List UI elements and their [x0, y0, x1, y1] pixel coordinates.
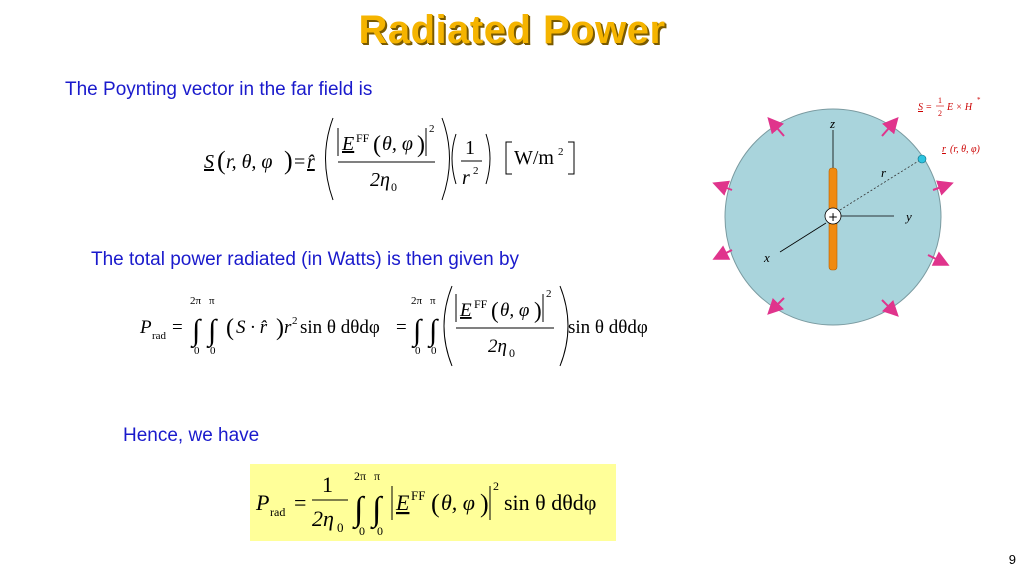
integral-1: ∫	[190, 314, 202, 349]
one-numerator: 1	[322, 472, 333, 497]
svg-text:(r, θ, φ): (r, θ, φ)	[950, 144, 981, 155]
x-axis	[779, 222, 827, 253]
svg-text:2η: 2η	[488, 336, 507, 357]
r-squared: r	[284, 317, 292, 338]
E-square: 2	[429, 123, 435, 135]
position-vector-label: r (r, θ, φ)	[942, 144, 981, 155]
total-power-equation: P rad = 2π π ∫ ∫ 0 0 ( S · r̂ ) r 2 sin …	[139, 285, 648, 367]
svg-text:2: 2	[546, 288, 552, 300]
x-label: x	[763, 250, 770, 265]
y-label: y	[904, 209, 912, 224]
upper-limit-inner: π	[374, 469, 380, 483]
svg-text:(: (	[431, 489, 440, 518]
svg-text:(: (	[491, 298, 499, 323]
r-label: r	[881, 165, 887, 180]
svg-text:r: r	[942, 144, 946, 155]
slide-title: Radiated Power	[358, 8, 666, 52]
integral-outer: ∫	[352, 491, 366, 530]
upper-limit-outer: 2π	[354, 469, 366, 483]
eta-zero: 0	[337, 520, 344, 535]
svg-text:1: 1	[938, 96, 942, 105]
P-symbol: P	[139, 317, 152, 338]
upper-limit-outer-2: 2π	[411, 295, 423, 307]
r-hat: r̂	[307, 151, 315, 173]
dipole-sphere-diagram: + z y x r S = 1 2 E × H * r (r, θ, φ)	[712, 96, 981, 326]
two-eta: 2η	[312, 506, 334, 531]
svg-text:): )	[276, 315, 284, 341]
svg-text:E × H: E × H	[946, 102, 973, 113]
S-args: r, θ, φ	[226, 151, 272, 173]
integral-4: ∫	[427, 314, 439, 349]
lower-limit-inner: 0	[377, 524, 383, 538]
lower-limit-3: 0	[415, 345, 421, 357]
svg-text:S: S	[918, 102, 923, 113]
svg-text:=: =	[926, 102, 932, 113]
one: 1	[465, 137, 475, 159]
svg-text:2: 2	[473, 165, 479, 177]
caption-total-power: The total power radiated (in Watts) is t…	[91, 249, 520, 270]
svg-text:): )	[417, 132, 425, 158]
unit-superscript: 2	[558, 146, 564, 158]
theta-phi: θ, φ	[441, 490, 475, 515]
equals: =	[294, 490, 306, 515]
unit: W/m	[514, 147, 554, 169]
lower-limit-2: 0	[210, 345, 216, 357]
E-field: E	[341, 133, 354, 155]
integral-3: ∫	[411, 314, 423, 349]
svg-text:*: *	[977, 96, 981, 104]
svg-text:E: E	[459, 300, 472, 321]
P-subscript: rad	[152, 330, 167, 342]
upper-limit-inner-2: π	[430, 295, 436, 307]
lower-limit-4: 0	[431, 345, 437, 357]
caption-poynting: The Poynting vector in the far field is	[65, 79, 373, 100]
equals: =	[294, 151, 305, 173]
svg-text:(: (	[226, 315, 234, 341]
equals-1: =	[172, 317, 183, 338]
integral-2: ∫	[206, 314, 218, 349]
E-superscript-FF: FF	[356, 131, 370, 145]
svg-text:(: (	[373, 132, 381, 158]
page-number: 9	[1008, 552, 1016, 567]
highlighted-result-box: P rad = 1 2η 0 2π π ∫ ∫ 0 0 E FF ( θ, φ …	[250, 464, 616, 541]
upper-limit-outer-1: 2π	[190, 295, 202, 307]
S-dot-r: S · r̂	[236, 317, 268, 338]
eta-subscript: 0	[391, 180, 397, 194]
sin-term-2: sin θ dθdφ	[568, 317, 648, 338]
z-label: z	[829, 116, 835, 131]
svg-text:2: 2	[938, 109, 942, 118]
paren-close: )	[284, 146, 293, 175]
square-exp: 2	[493, 479, 499, 493]
denominator-eta: 2η	[370, 169, 390, 191]
S-vector: S	[204, 151, 214, 173]
svg-text:FF: FF	[474, 297, 488, 311]
observation-point	[917, 154, 927, 164]
lower-limit-1: 0	[194, 345, 200, 357]
svg-text:): )	[534, 298, 542, 323]
equals-2: =	[396, 317, 407, 338]
sin-term: sin θ dθdφ	[504, 490, 596, 515]
svg-text:2: 2	[292, 315, 298, 327]
P-rad-subscript: rad	[270, 505, 285, 519]
sin-term-1: sin θ dθdφ	[300, 317, 380, 338]
feed-point	[824, 207, 842, 225]
P-rad-symbol: P	[255, 490, 269, 515]
radiation-arrows	[712, 116, 954, 317]
paren-open: (	[217, 146, 226, 175]
FF-superscript: FF	[411, 488, 425, 503]
integral-inner: ∫	[370, 491, 384, 530]
E-args: θ, φ	[382, 133, 413, 155]
E-FF: E	[395, 490, 410, 515]
svg-text:θ, φ: θ, φ	[500, 300, 529, 321]
feed-plus: +	[828, 210, 838, 224]
lower-limit-outer: 0	[359, 524, 365, 538]
svg-text:0: 0	[509, 346, 515, 360]
r-denominator: r	[462, 167, 470, 189]
upper-limit-inner-1: π	[209, 295, 215, 307]
caption-hence: Hence, we have	[123, 425, 260, 446]
svg-text:): )	[480, 489, 489, 518]
poynting-definition: S = 1 2 E × H *	[918, 96, 981, 118]
poynting-equation: S ( r, θ, φ ) = r̂ E FF ( θ, φ ) 2 2η 0 …	[204, 117, 575, 201]
final-equation: P rad = 1 2η 0 2π π ∫ ∫ 0 0 E FF ( θ, φ …	[255, 469, 596, 538]
